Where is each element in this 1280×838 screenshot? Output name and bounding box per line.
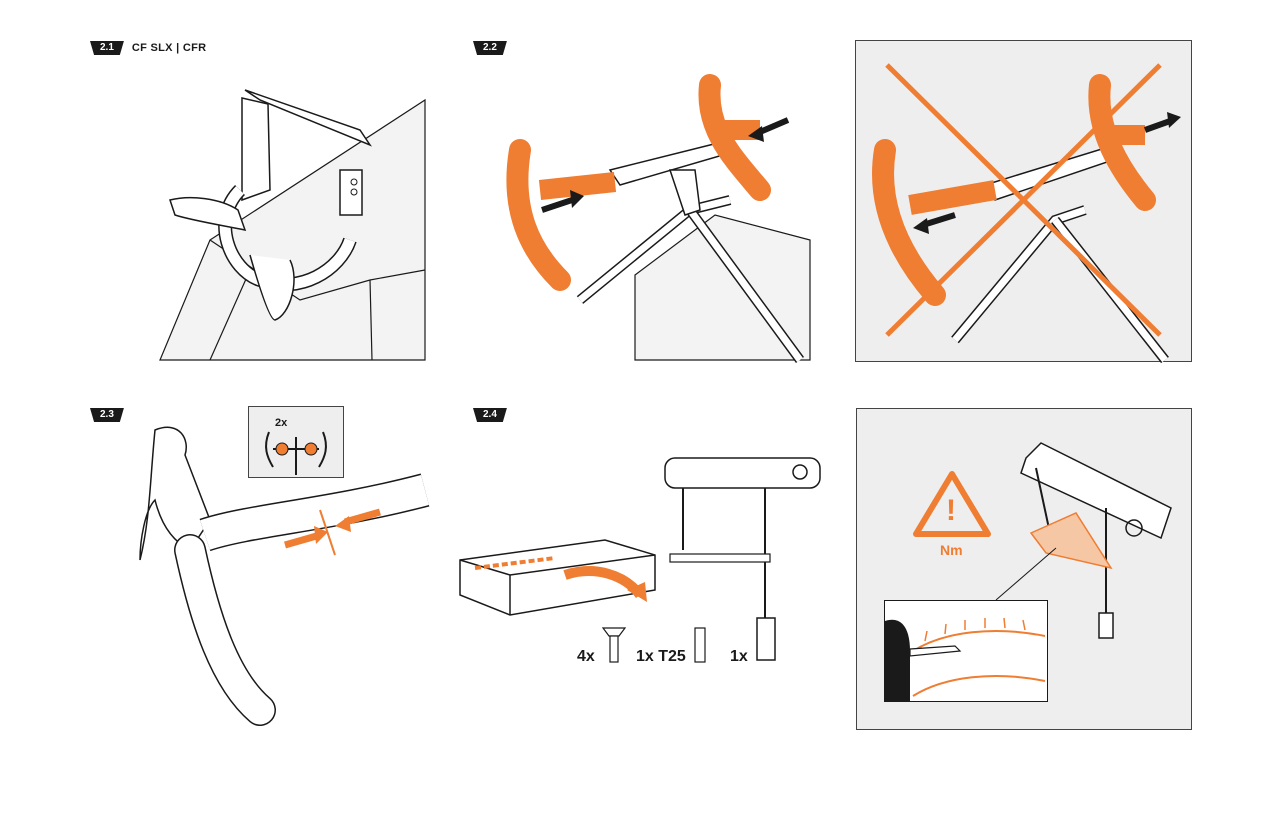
step-2-4-illustration [459, 457, 821, 663]
step-number-badge: 2.4 [473, 408, 507, 422]
torque-wrench-illustration [995, 442, 1172, 639]
step-title: CF SLX | CFR [131, 42, 207, 54]
warning-mark: ! [946, 494, 956, 527]
torque-scale-detail [884, 600, 1048, 702]
step-2-2-header: 2.2 [473, 41, 507, 55]
inset-drawing [265, 431, 327, 475]
incorrect-illustration [872, 63, 1181, 364]
step-2-3-illustration [139, 426, 430, 726]
step-2-4-header: 2.4 [473, 408, 507, 422]
step-2-1-header: 2.1 CF SLX | CFR [90, 41, 206, 55]
step-number-badge: 2.3 [90, 408, 124, 422]
step-number-badge: 2.1 [90, 41, 124, 55]
torque-unit-label: Nm [940, 542, 963, 558]
bit-count: 1x T25 [636, 648, 686, 665]
wrench-count: 1x [730, 648, 748, 665]
inset-overview: 2x [248, 406, 344, 478]
warning-triangle-icon [913, 471, 991, 537]
step-2-3-header: 2.3 [90, 408, 124, 422]
inset-count-label: 2x [275, 417, 288, 429]
step-2-2-illustration [506, 74, 811, 363]
step-number-badge: 2.2 [473, 41, 507, 55]
step-2-1-illustration [159, 89, 426, 361]
screws-count: 4x [577, 648, 595, 665]
